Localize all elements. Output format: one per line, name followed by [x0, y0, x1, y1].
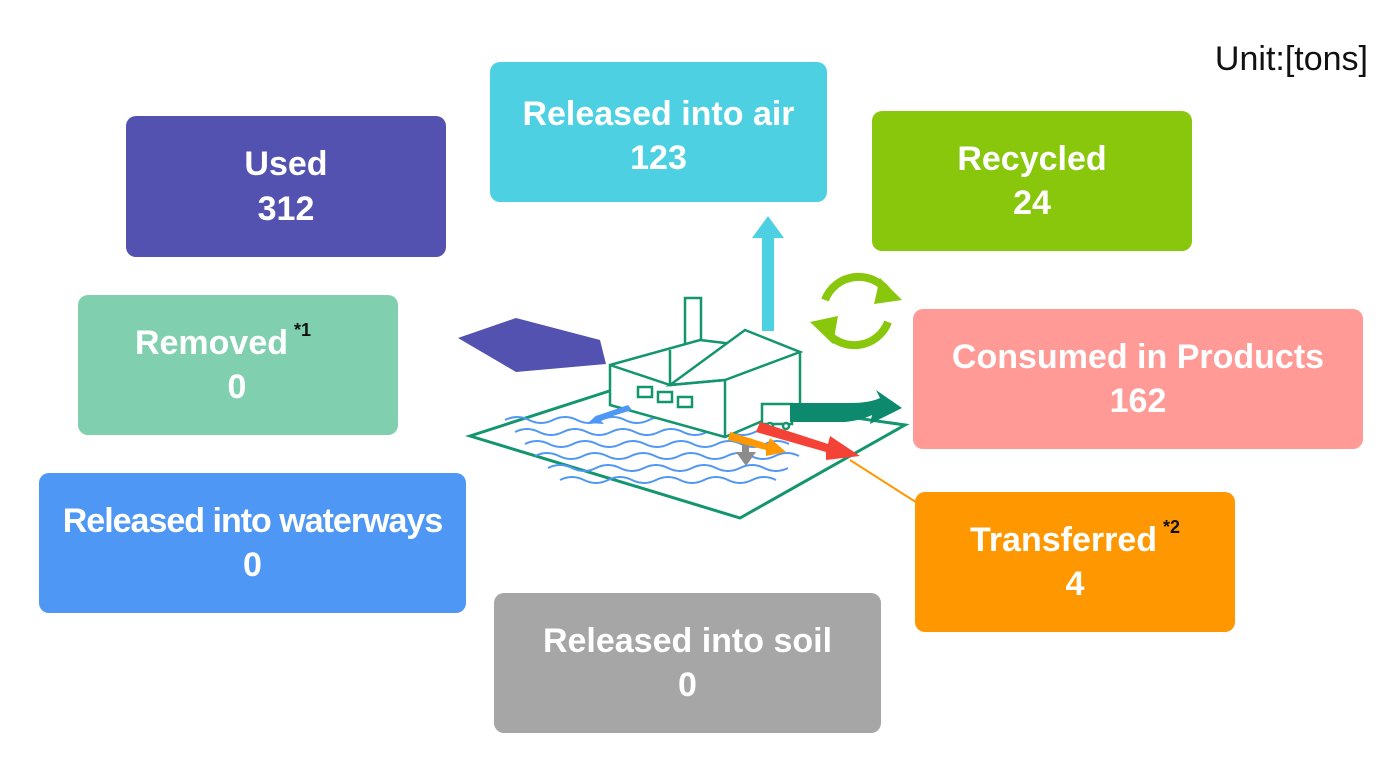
arrow-products-icon: [790, 390, 902, 424]
recycled-value: 24: [1013, 184, 1051, 222]
recycled-label: Recycled: [957, 139, 1107, 178]
arrow-red-icon: [756, 422, 860, 460]
removed-value: 0: [227, 368, 247, 406]
consumed-products-box: Consumed in Products 162: [913, 309, 1363, 449]
removed-label: Removed: [134, 323, 289, 362]
arrow-air-icon: [752, 216, 784, 331]
released-waterways-box: Released into waterways 0: [39, 473, 466, 613]
transferred-value: 4: [1065, 565, 1085, 603]
transfer-leader-line: [849, 459, 923, 507]
transferred-footnote: *2: [1163, 516, 1181, 537]
arrow-soil-icon: [736, 438, 756, 466]
released-air-value: 123: [630, 139, 687, 178]
released-air-label: Released into air: [522, 95, 795, 133]
released-soil-label: Released into soil: [542, 621, 833, 660]
transferred-label: Transferred: [969, 520, 1158, 559]
removed-footnote: *1: [294, 319, 312, 340]
released-air-box: Released into air 123: [490, 62, 827, 202]
unit-label: Unit:[tons]: [1214, 40, 1368, 78]
used-label: Used: [244, 145, 328, 184]
removed-box: Removed*1 0: [78, 295, 398, 435]
arrow-transfer-icon: [728, 432, 786, 456]
consumed-products-label: Consumed in Products: [951, 337, 1325, 376]
released-waterways-value: 0: [243, 546, 262, 584]
released-soil-box: Released into soil 0: [494, 593, 881, 733]
used-value: 312: [257, 189, 315, 228]
arrow-used-icon: [458, 318, 606, 372]
released-soil-value: 0: [678, 666, 697, 704]
released-waterways-label: Released into waterways: [62, 501, 444, 540]
arrow-water-icon: [588, 405, 632, 424]
recycled-box: Recycled 24: [872, 111, 1192, 251]
used-box: Used 312: [126, 116, 446, 257]
transferred-box: Transferred*2 4: [915, 492, 1235, 632]
consumed-products-value: 162: [1109, 382, 1167, 420]
